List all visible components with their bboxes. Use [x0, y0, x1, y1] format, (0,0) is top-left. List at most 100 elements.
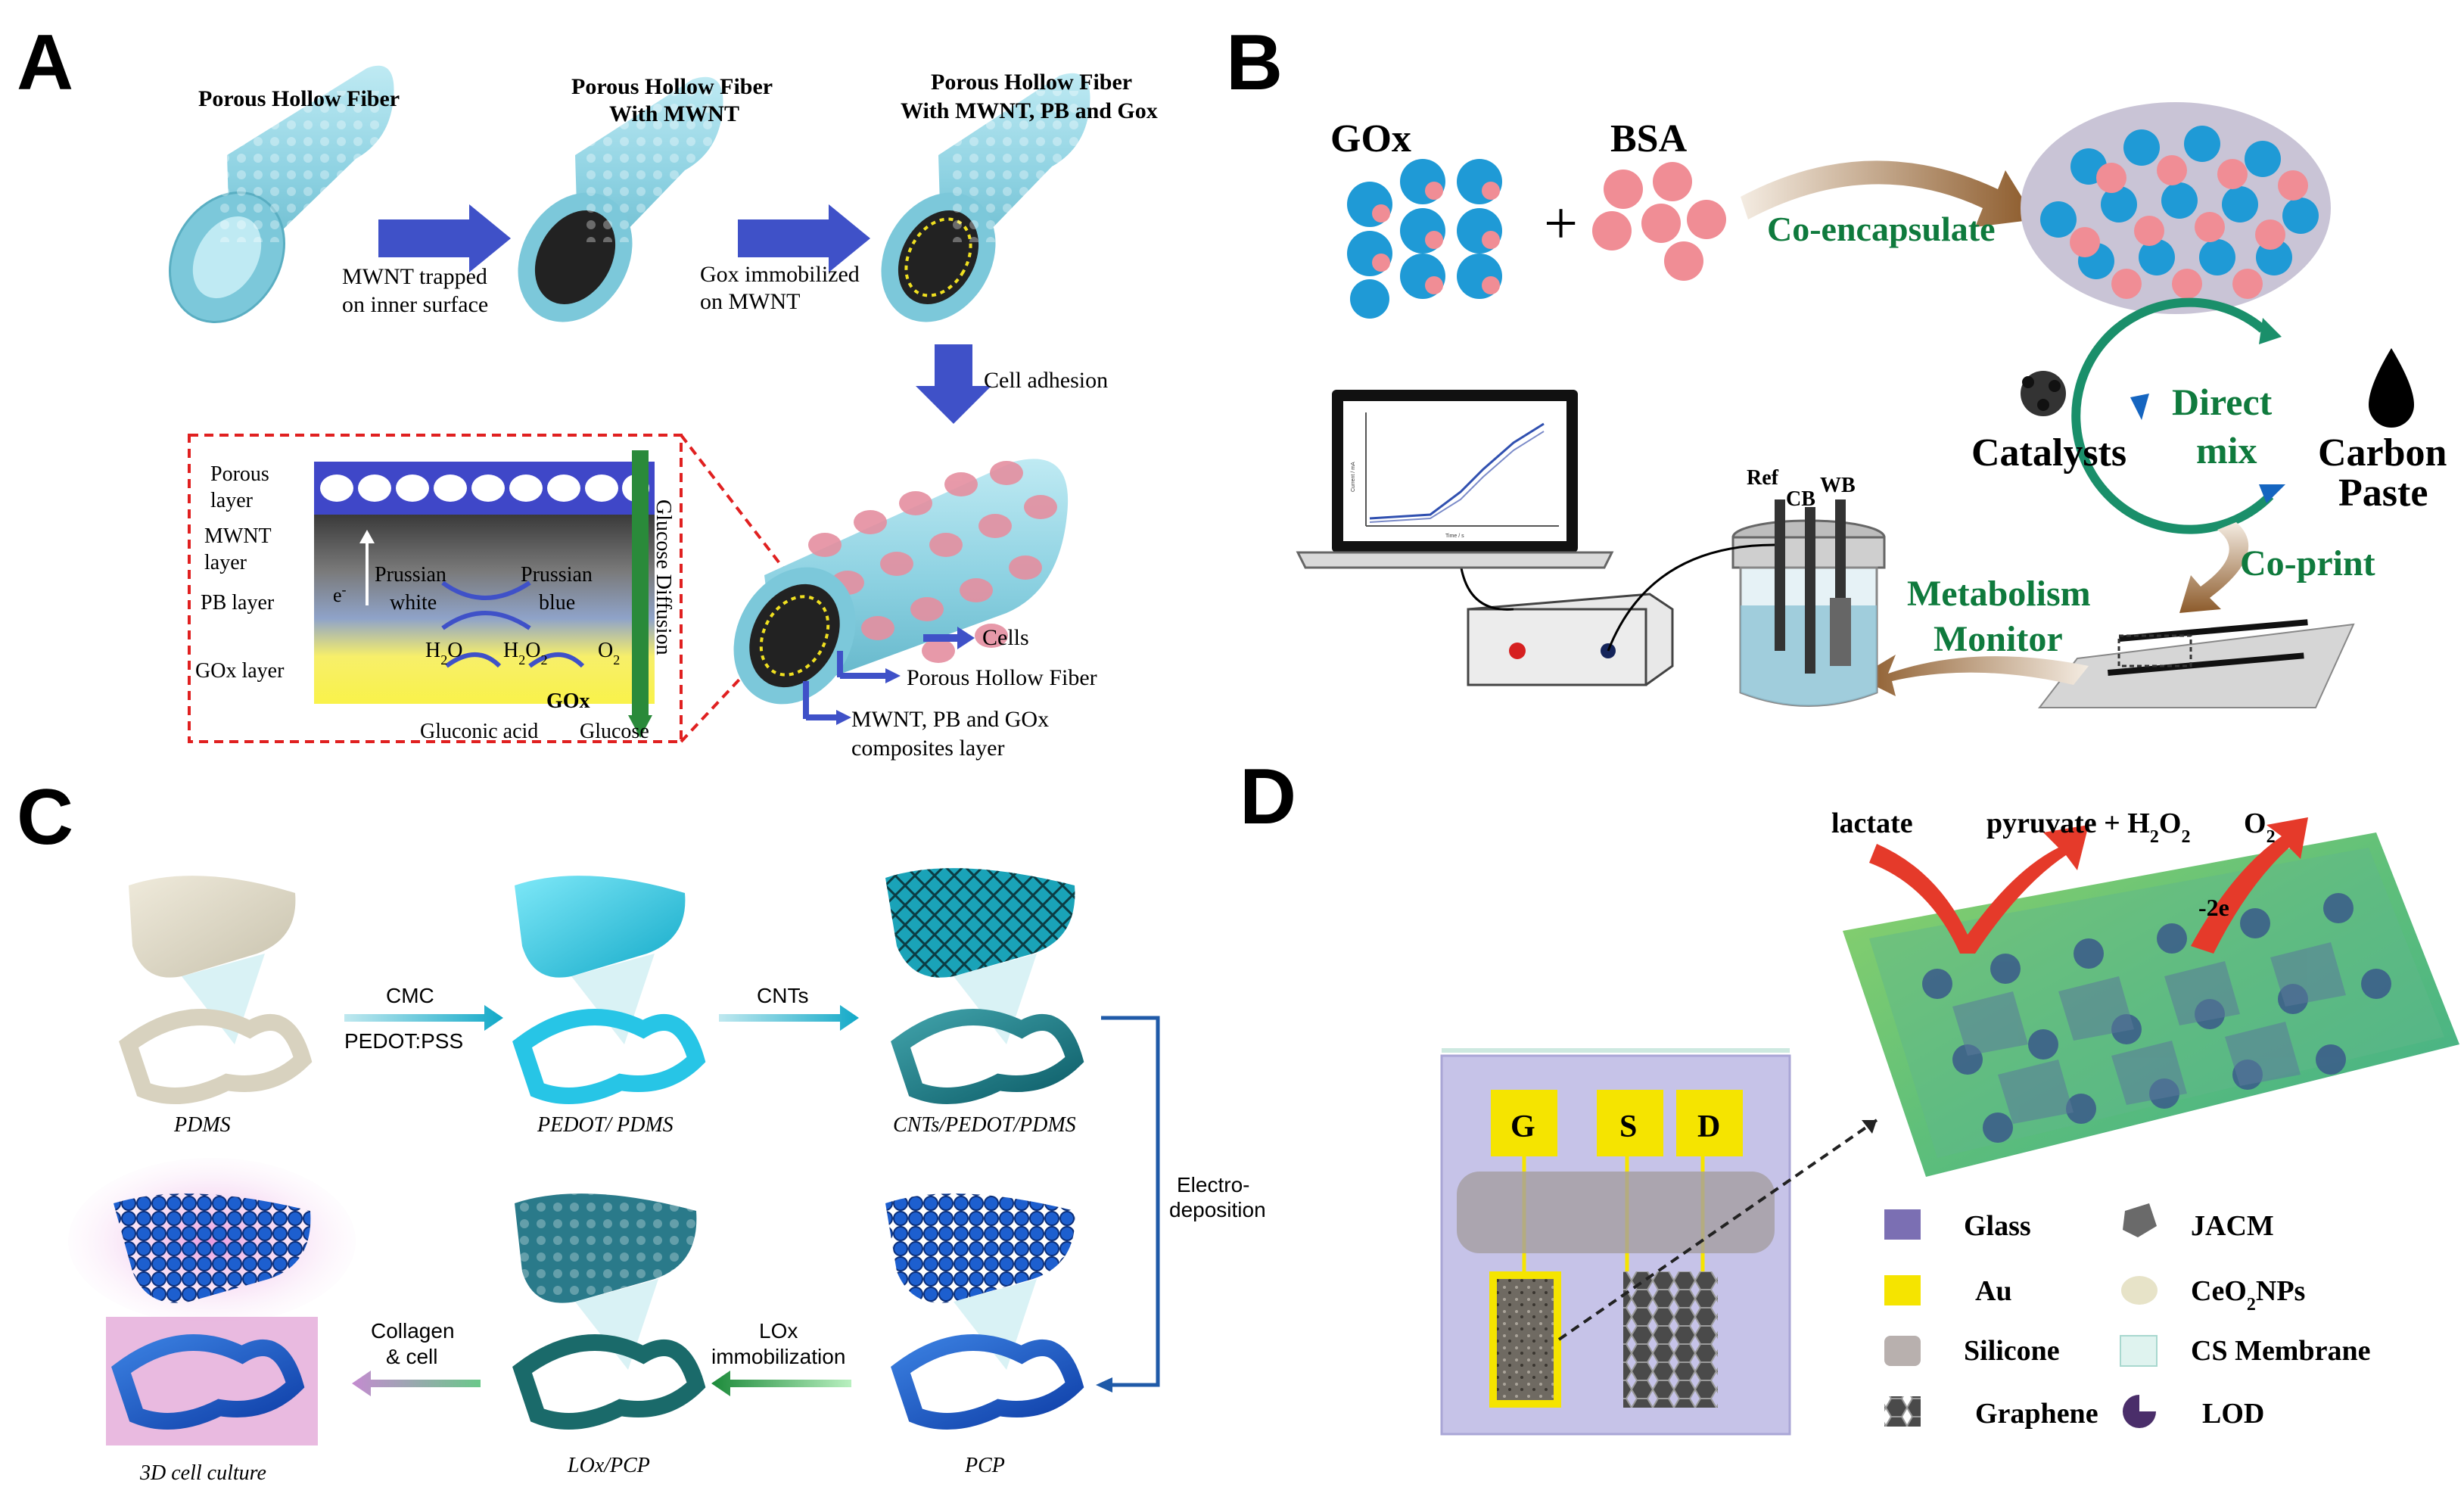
arrow2-label-l1: Gox immobilized	[700, 262, 860, 287]
bsa-title: BSA	[1610, 117, 1688, 160]
arrow-icon	[2259, 318, 2282, 344]
fiber3-title-l2: With MWNT, PB and Gox	[901, 98, 1158, 123]
layer-mwnt-l2: layer	[204, 551, 247, 574]
gate-label: G	[1510, 1109, 1535, 1144]
pcp-scaffold	[885, 1193, 1084, 1430]
arrow-left-icon	[1096, 1377, 1112, 1393]
legend-jacm: JACM	[2191, 1210, 2274, 1242]
fiber-with-mwnt-pb-gox	[881, 73, 1090, 322]
step1-l1: CMC	[386, 984, 434, 1007]
minus-2e-label: -2e	[2198, 894, 2229, 921]
legend-au: Au	[1975, 1275, 2012, 1307]
lox-pcp-label: LOx/PCP	[567, 1454, 650, 1477]
arrow-right-icon	[885, 668, 901, 683]
legend-ceo2: CeO2NPs	[2191, 1275, 2305, 1315]
porous-hollow-fiber	[169, 65, 394, 323]
panel-b: B GOx BSA + Co-encapsulate	[1226, 19, 2447, 708]
ref-electrode-label: Ref	[1747, 466, 1779, 490]
step1-l2: PEDOT:PSS	[344, 1029, 463, 1053]
panel-a: A Porous Hollow Fiber MWNT trapped on in…	[17, 19, 1158, 761]
arrow-icon	[2130, 394, 2149, 420]
cnts-pedot-pdms-scaffold	[885, 868, 1084, 1104]
pdms-scaffold	[119, 876, 313, 1104]
graphene-channel	[1623, 1271, 1718, 1408]
label-cells: Cells	[982, 625, 1029, 650]
drain-pad	[1676, 1090, 1743, 1156]
panel-d-letter: D	[1240, 753, 1296, 841]
pdms-label: PDMS	[173, 1113, 231, 1137]
step5-l2: & cell	[386, 1345, 437, 1368]
legend-cs-membrane: CS Membrane	[2191, 1335, 2370, 1367]
h2o2-label: H2O2	[503, 639, 547, 667]
arrow-right-icon	[719, 1005, 859, 1031]
step4-l1: LOx	[759, 1319, 798, 1343]
panel-d: D lactate pyruvate + H2O2 O2 -2e	[1240, 753, 2459, 1436]
direct-mix-cycle	[2071, 297, 2274, 534]
legend-lod: LOD	[2202, 1398, 2264, 1430]
metabolism-label: Metabolism	[1907, 574, 2091, 614]
prussian-white-l2: white	[390, 591, 437, 615]
gox-title: GOx	[1330, 117, 1411, 160]
layer-inset-box	[188, 434, 683, 743]
o2-reaction-arrow-icon	[2191, 817, 2308, 954]
monitor-label: Monitor	[1934, 619, 2063, 659]
layer-pb-label: PB layer	[201, 591, 275, 615]
h2o-label: H2O	[425, 639, 462, 667]
ceo2-nps-icon	[2121, 1276, 2158, 1305]
fiber-with-mwnt	[518, 76, 723, 322]
lod-icon	[2123, 1395, 2156, 1428]
carbon-label: Carbon	[2318, 431, 2447, 475]
gate-electrode	[1497, 1279, 1554, 1400]
laptop-monitor	[1296, 390, 1614, 569]
fiber2-title-l1: Porous Hollow Fiber	[571, 74, 773, 99]
arrow-icon	[2259, 484, 2285, 503]
coprint-label: Co-print	[2240, 543, 2375, 583]
layer-mwnt-l1: MWNT	[204, 524, 272, 548]
cell-culture-label: 3D cell culture	[139, 1461, 266, 1485]
step3-l2: deposition	[1169, 1198, 1266, 1221]
lactate-label: lactate	[1831, 808, 1913, 839]
plus-sign: +	[1544, 191, 1578, 257]
layer-porous-l2: layer	[210, 489, 254, 512]
direct-label: Direct	[2172, 381, 2273, 423]
cs-membrane-swatch	[2120, 1335, 2158, 1367]
legend	[1884, 1203, 2158, 1428]
legend-glass-swatch	[1884, 1209, 1921, 1240]
carbon-paste-drop-icon	[2369, 348, 2414, 428]
mix-label: mix	[2196, 429, 2257, 471]
step4-l2: immobilization	[711, 1345, 845, 1368]
step5-l1: Collagen	[371, 1319, 455, 1343]
arrow-right-icon	[344, 1005, 503, 1031]
label-porous-hollow-fiber: Porous Hollow Fiber	[907, 665, 1097, 690]
bsa-molecules	[1592, 162, 1726, 281]
cb-electrode-label: CB	[1786, 487, 1815, 511]
pyruvate-label: pyruvate + H2O2	[1986, 808, 2190, 847]
glucose-diffusion-label: Glucose Diffusion	[652, 499, 675, 655]
panel-c: C PDMS CMC PEDOT:PSS PEDOT/ PDMS CNTs CN…	[17, 773, 1266, 1485]
legend-au-swatch	[1884, 1275, 1921, 1305]
prussian-blue-l1: Prussian	[521, 563, 593, 587]
legend-graphene: Graphene	[1975, 1398, 2098, 1430]
drain-label: D	[1697, 1109, 1720, 1144]
arrow-icon	[1862, 1120, 1877, 1134]
legend-silicone-swatch	[1884, 1336, 1921, 1366]
graph-ylabel: Current / mA	[1351, 462, 1356, 492]
coencapsulate-arrow-icon	[1741, 160, 2036, 227]
encapsulated-particle	[2021, 102, 2331, 314]
gox-molecules	[1347, 159, 1502, 319]
cnts-pedot-pdms-label: CNTs/PEDOT/PDMS	[893, 1113, 1076, 1137]
cell-covered-fiber	[733, 459, 1069, 705]
gox-label: GOx	[546, 689, 590, 713]
arrow2-label-l2: on MWNT	[700, 289, 800, 314]
cell-culture-scaffold	[68, 1158, 356, 1445]
panel-c-letter: C	[17, 773, 73, 861]
arrow1-label-l1: MWNT trapped	[342, 264, 487, 289]
legend-silicone: Silicone	[1964, 1335, 2060, 1367]
arrow-right-icon	[836, 710, 851, 725]
silicone-channel	[1457, 1172, 1775, 1253]
o2-label: O2	[598, 639, 620, 667]
arrow-right-icon	[378, 204, 511, 272]
pedot-pdms-scaffold	[512, 876, 706, 1104]
source-label: S	[1619, 1109, 1637, 1144]
